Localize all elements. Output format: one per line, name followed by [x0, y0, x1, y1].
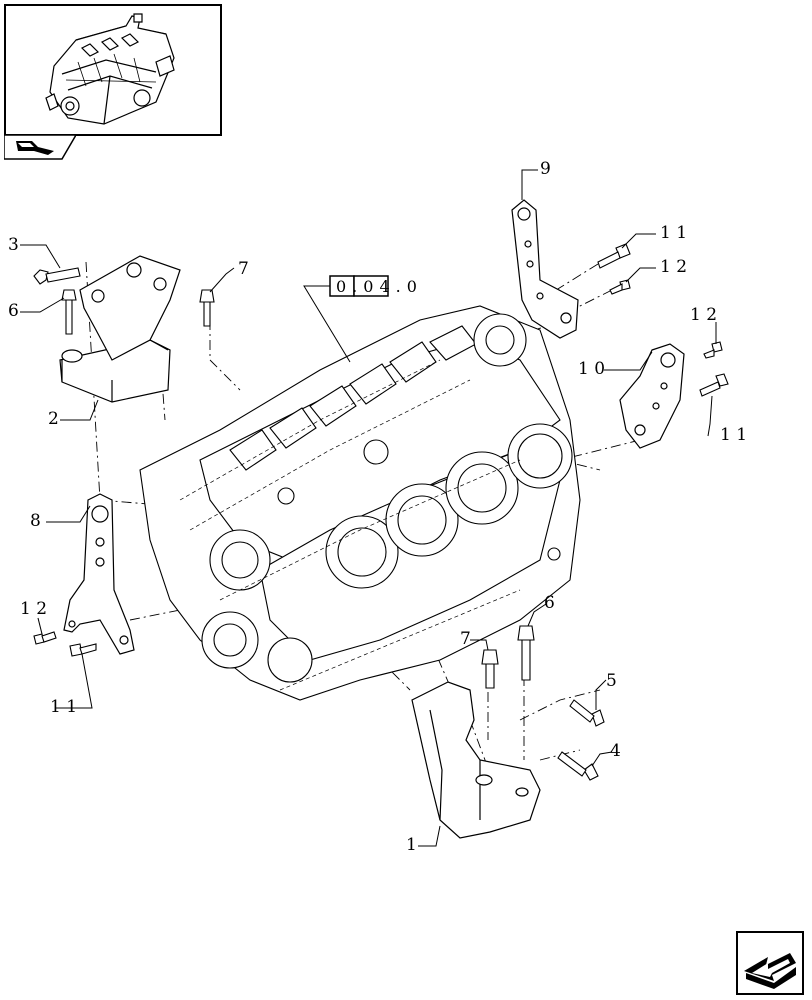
bracket-part-2[interactable] [59, 255, 181, 403]
bracket-part-8[interactable] [63, 493, 135, 655]
thumbnail-tab[interactable] [3, 134, 78, 161]
block-hidden-lines [179, 359, 521, 691]
callout-12-left[interactable]: 1 2 [20, 599, 47, 619]
callout-4[interactable]: 4 [610, 741, 621, 761]
callout-9[interactable]: 9 [540, 159, 551, 179]
callout-1[interactable]: 1 [406, 835, 417, 855]
engine-block [139, 305, 581, 701]
bracket-part-9[interactable] [511, 199, 579, 339]
engine-thumbnail[interactable] [4, 4, 222, 136]
bolts [33, 243, 729, 781]
callout-labels: 3 6 2 7 8 9 1 1 1 2 1 2 1 0 1 1 1 2 1 1 … [8, 159, 747, 855]
engine-thumbnail-icon [45, 13, 175, 125]
callout-11-right[interactable]: 1 1 [720, 425, 747, 445]
leader-lines [20, 169, 717, 847]
reference-code[interactable]: 0.04.0 [329, 275, 423, 297]
callout-7-right[interactable]: 7 [460, 629, 471, 649]
page-navigation-button[interactable] [736, 931, 804, 995]
callout-12-right[interactable]: 1 2 [690, 305, 717, 325]
reference-code-text: 0.04.0 [336, 277, 423, 296]
callout-10[interactable]: 1 0 [578, 359, 605, 379]
callout-5[interactable]: 5 [606, 671, 617, 691]
bracket-part-1[interactable] [411, 681, 541, 839]
book-arrow-icon [3, 134, 78, 160]
page-navigation-arrow-icon [744, 953, 796, 989]
callout-7-left[interactable]: 7 [238, 259, 249, 279]
callout-6-right[interactable]: 6 [544, 593, 555, 613]
callout-11-left[interactable]: 1 1 [50, 697, 77, 717]
bracket-part-10[interactable] [619, 343, 685, 449]
callout-8[interactable]: 8 [30, 511, 41, 531]
callout-2[interactable]: 2 [48, 409, 59, 429]
callout-6-left[interactable]: 6 [8, 301, 19, 321]
callout-11-top[interactable]: 1 1 [660, 223, 687, 243]
callout-3[interactable]: 3 [8, 235, 19, 255]
callout-12-top[interactable]: 1 2 [660, 257, 687, 277]
